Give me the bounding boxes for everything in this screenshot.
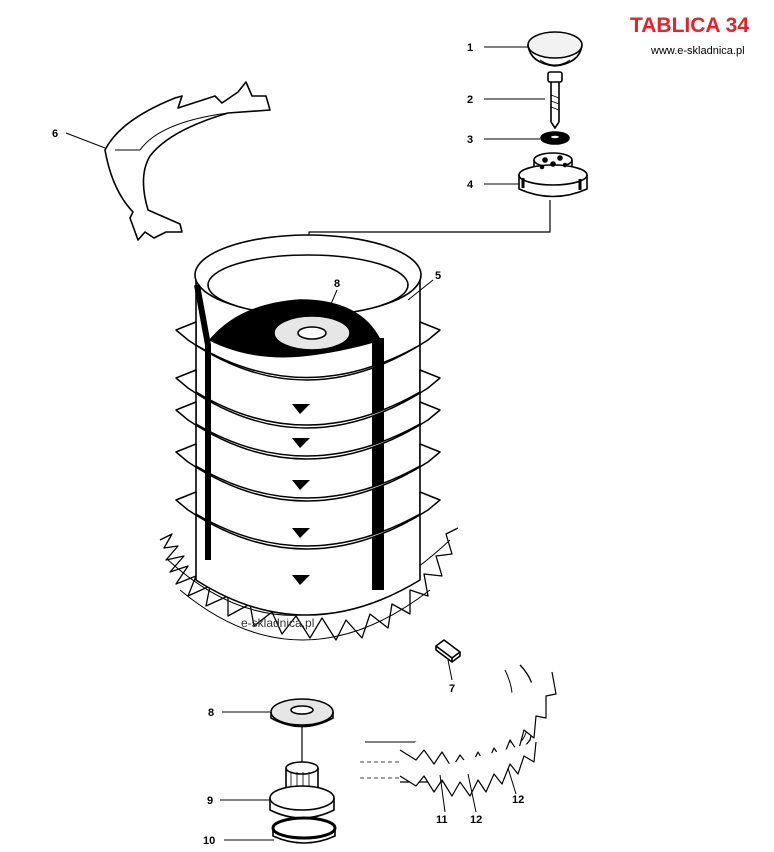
part-1-cap [527,31,583,67]
callout-8-top: 8 [334,278,340,290]
part-10-ring [271,816,337,844]
part-7-key [435,639,461,663]
part-8-washer-top [273,315,351,351]
part-9-bushing [269,761,335,819]
part-5-drum [159,234,459,641]
callout-3: 3 [467,134,473,146]
website-label: www.e-skladnica.pl [651,45,745,57]
callout-11: 11 [436,814,448,826]
watermark: e-skladnica.pl [241,616,314,630]
callout-6: 6 [52,128,58,140]
callout-8-bottom: 8 [208,707,214,719]
part-8-washer-bottom [270,698,334,728]
callout-4: 4 [467,179,474,191]
leader-lines [65,46,545,841]
part-3-washer [540,131,570,145]
callout-5: 5 [435,270,441,282]
callout-7: 7 [449,683,455,695]
callout-9: 9 [207,795,213,807]
callout-2: 2 [467,94,473,106]
parts-11-12-gear-segment [360,664,557,797]
part-2-bolt [547,71,563,129]
callout-12-a: 12 [470,814,482,826]
plate-title: TABLICA 34 [630,14,750,37]
callout-1: 1 [467,42,473,54]
part-4-hub [518,152,588,198]
part-6-ring-segment [104,81,271,241]
callout-10: 10 [203,835,215,847]
callout-12-b: 12 [512,794,524,806]
